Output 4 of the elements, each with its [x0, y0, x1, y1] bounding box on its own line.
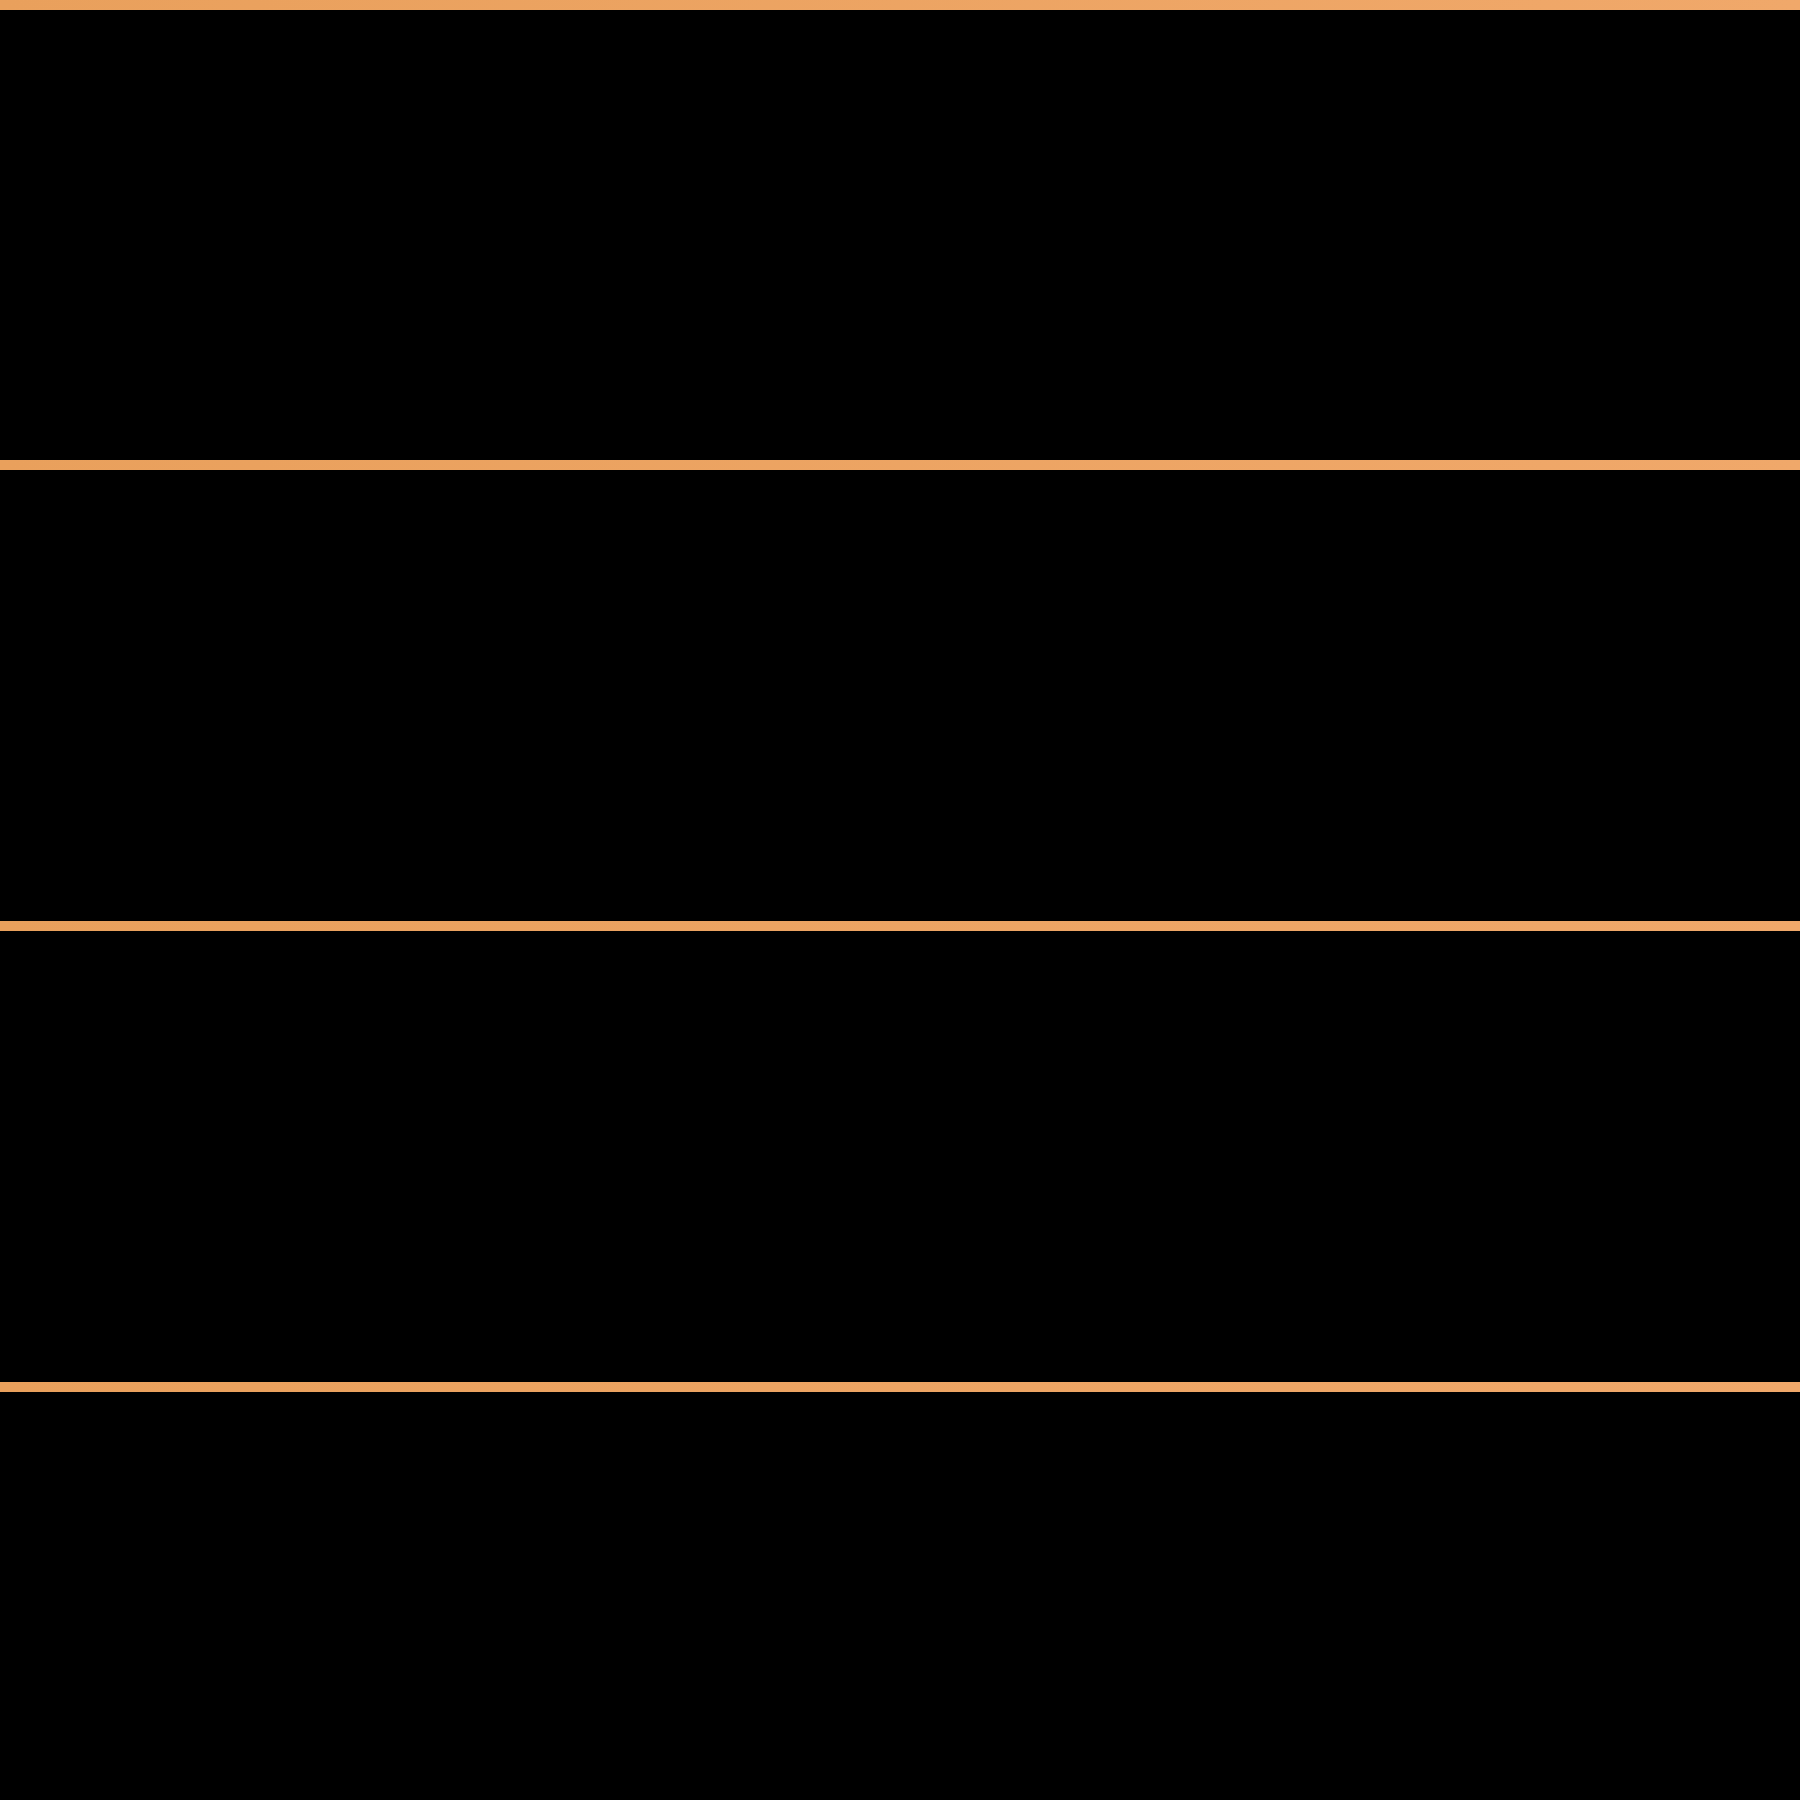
divider-bar [0, 921, 1800, 931]
divider-bar [0, 460, 1800, 470]
divider-bar [0, 1382, 1800, 1392]
divider-bar [0, 0, 1800, 10]
